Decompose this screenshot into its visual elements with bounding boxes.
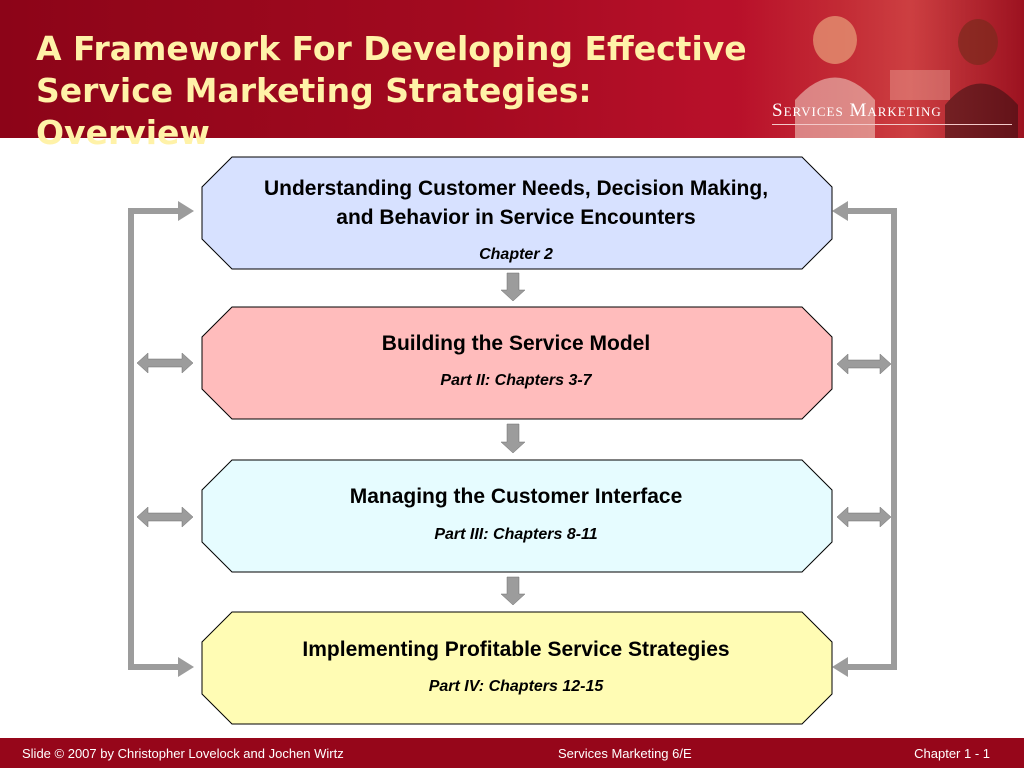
- framework-diagram: Understanding Customer Needs, Decision M…: [0, 138, 1024, 738]
- right-double-arrow-1: [836, 353, 892, 375]
- right-double-arrow-2: [836, 506, 892, 528]
- left-top-arrowhead: [178, 201, 194, 221]
- down-arrow-3: [500, 576, 526, 606]
- box-3-title: Managing the Customer Interface: [349, 485, 683, 508]
- right-feedback-line: [848, 208, 897, 670]
- header-photo: [740, 0, 1024, 138]
- services-marketing-logo: Services Marketing: [772, 100, 942, 121]
- box-2-title: Building the Service Model: [381, 332, 651, 355]
- box-1-title-line-2: and Behavior in Service Encounters: [336, 206, 696, 229]
- footer-course: Services Marketing 6/E: [558, 746, 692, 761]
- box-2-shape: [201, 306, 833, 420]
- box-1-shape: [201, 156, 833, 270]
- right-bottom-arrowhead: [832, 657, 848, 677]
- left-double-arrow-2: [136, 506, 194, 528]
- left-double-arrow-1: [136, 352, 194, 374]
- slide-title: A Framework For Developing Effective Ser…: [36, 28, 756, 154]
- box-4-subtitle: Part IV: Chapters 12-15: [428, 678, 604, 695]
- people-photo-illustration: [795, 16, 1018, 138]
- slide-footer: Slide © 2007 by Christopher Lovelock and…: [0, 738, 1024, 768]
- title-line-1: A Framework For Developing Effective: [36, 29, 747, 68]
- box-3-subtitle: Part III: Chapters 8-11: [434, 526, 598, 543]
- down-arrow-1: [500, 272, 526, 302]
- down-arrow-2: [500, 423, 526, 454]
- right-top-arrowhead: [832, 201, 848, 221]
- left-feedback-line: [128, 208, 178, 670]
- left-bottom-arrowhead: [178, 657, 194, 677]
- logo-underline: [772, 124, 1012, 125]
- box-1-title: Understanding Customer Needs, Decision M…: [200, 174, 832, 232]
- footer-copyright: Slide © 2007 by Christopher Lovelock and…: [22, 746, 344, 761]
- title-line-2: Service Marketing Strategies: Overview: [36, 71, 592, 152]
- slide-header: A Framework For Developing Effective Ser…: [0, 0, 1024, 152]
- box-2-subtitle: Part II: Chapters 3-7: [440, 372, 592, 389]
- box-4-title: Implementing Profitable Service Strategi…: [302, 638, 730, 661]
- box-4-shape: [201, 611, 833, 725]
- diagram-shapes: [128, 156, 897, 725]
- box-3-shape: [201, 459, 833, 573]
- box-1-title-line-1: Understanding Customer Needs, Decision M…: [263, 177, 769, 200]
- box-1-subtitle: Chapter 2: [479, 246, 553, 263]
- footer-slide-number: Chapter 1 - 1: [914, 746, 990, 761]
